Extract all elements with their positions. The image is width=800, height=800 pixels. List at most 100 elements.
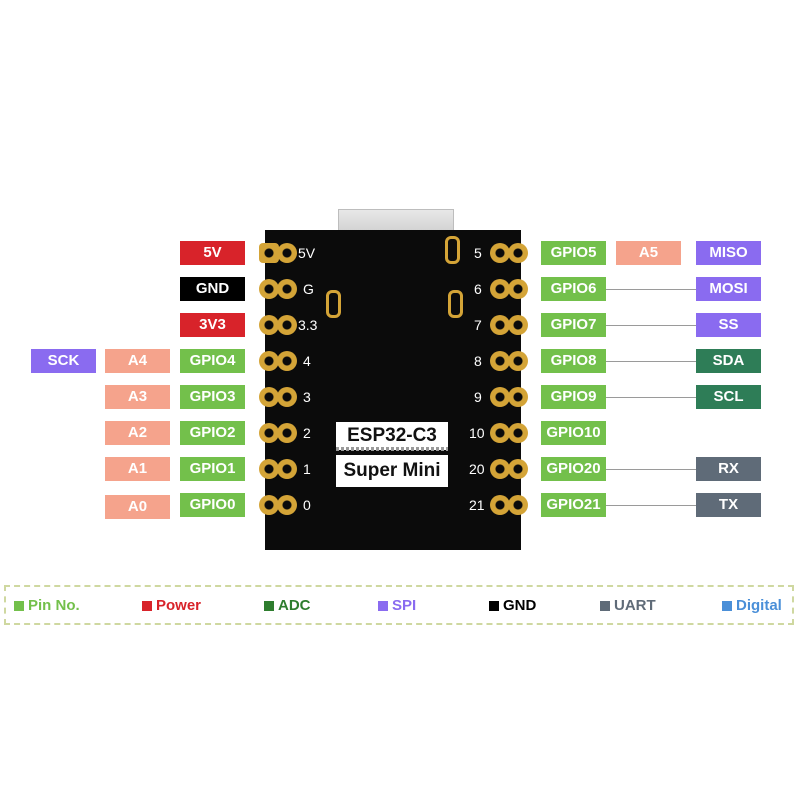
- legend-item: Pin No.: [28, 597, 80, 614]
- gpio-label: GPIO4: [180, 349, 245, 373]
- connector-line: [606, 361, 696, 362]
- legend-swatch: [378, 601, 388, 611]
- legend-item: ADC: [278, 597, 311, 614]
- legend-swatch: [600, 601, 610, 611]
- esp32-c3-board: [265, 230, 521, 550]
- gpio-label: GPIO21: [541, 493, 606, 517]
- pin-pad: [277, 459, 297, 479]
- pin-pad: [490, 459, 510, 479]
- legend-item: Digital: [736, 597, 782, 614]
- pin-pad: [508, 495, 528, 515]
- pin-pad: [508, 243, 528, 263]
- pin-pad: [490, 243, 510, 263]
- pin-number-label: 1: [303, 461, 311, 477]
- pin-pad: [259, 423, 279, 443]
- gpio-label: GPIO7: [541, 313, 606, 337]
- spi-label-ss: SS: [696, 313, 761, 337]
- gpio-label: GPIO5: [541, 241, 606, 265]
- pin-pad: [490, 315, 510, 335]
- i2c-label-scl: SCL: [696, 385, 761, 409]
- pin-pad: [490, 279, 510, 299]
- pin-pad: [508, 423, 528, 443]
- spi-label-mosi: MOSI: [696, 277, 761, 301]
- legend-item: GND: [503, 597, 537, 614]
- pin-number-label: 5: [474, 245, 482, 261]
- pin-pad: [259, 279, 279, 299]
- pin-number-label: 10: [469, 425, 485, 441]
- pin-pad: [508, 351, 528, 371]
- pin-pad: [508, 279, 528, 299]
- gpio-label: GPIO0: [180, 493, 245, 517]
- gpio-label: GPIO20: [541, 457, 606, 481]
- pin-pad: [490, 351, 510, 371]
- mounting-slot: [445, 236, 460, 264]
- pin-pad: [508, 459, 528, 479]
- pin-number-label: G: [303, 281, 314, 297]
- adc-label: A0: [105, 495, 170, 519]
- legend-swatch: [142, 601, 152, 611]
- gpio-label: GPIO8: [541, 349, 606, 373]
- pin-number-label: 0: [303, 497, 311, 513]
- legend-swatch: [264, 601, 274, 611]
- pin-number-label: 3.3: [298, 317, 318, 333]
- pin-pad: [277, 495, 297, 515]
- module-name-line2: Super Mini: [336, 455, 448, 487]
- pin-pad: [259, 243, 279, 263]
- pin-number-label: 8: [474, 353, 482, 369]
- legend-swatch: [14, 601, 24, 611]
- pin-pad: [508, 315, 528, 335]
- gpio-label: GPIO10: [541, 421, 606, 445]
- pin-pad: [490, 495, 510, 515]
- legend-item: UART: [614, 597, 656, 614]
- pin-pad: [259, 351, 279, 371]
- adc-label: A2: [105, 421, 170, 445]
- pin-pad: [508, 387, 528, 407]
- board-fine-print: [336, 447, 448, 451]
- gpio-label: GPIO2: [180, 421, 245, 445]
- pin-number-label: 3: [303, 389, 311, 405]
- pin-number-label: 7: [474, 317, 482, 333]
- pin-pad: [490, 423, 510, 443]
- connector-line: [606, 469, 696, 470]
- connector-line: [606, 397, 696, 398]
- pin-pad: [259, 459, 279, 479]
- spi-label-miso: MISO: [696, 241, 761, 265]
- connector-line: [606, 325, 696, 326]
- adc-label: A5: [616, 241, 681, 265]
- gpio-label: GPIO3: [180, 385, 245, 409]
- pin-pad: [490, 387, 510, 407]
- gpio-label: GPIO1: [180, 457, 245, 481]
- pin-number-label: 6: [474, 281, 482, 297]
- uart-label-tx: TX: [696, 493, 761, 517]
- gpio-label: GPIO6: [541, 277, 606, 301]
- adc-label: A4: [105, 349, 170, 373]
- pin-number-label: 9: [474, 389, 482, 405]
- pin-number-label: 21: [469, 497, 485, 513]
- pin-number-label: 2: [303, 425, 311, 441]
- pin-number-label: 20: [469, 461, 485, 477]
- gnd-label: GND: [180, 277, 245, 301]
- pin-pad: [259, 315, 279, 335]
- spi-label-sck: SCK: [31, 349, 96, 373]
- i2c-label-sda: SDA: [696, 349, 761, 373]
- uart-label-rx: RX: [696, 457, 761, 481]
- connector-line: [606, 289, 696, 290]
- legend-item: SPI: [392, 597, 417, 614]
- pin-pad: [277, 351, 297, 371]
- pin-pad: [277, 387, 297, 407]
- pin-pad: [277, 243, 297, 263]
- connector-line: [606, 505, 696, 506]
- gpio-label: GPIO9: [541, 385, 606, 409]
- pin-pad: [277, 279, 297, 299]
- adc-label: A3: [105, 385, 170, 409]
- pin-number-label: 4: [303, 353, 311, 369]
- pin-pad: [259, 387, 279, 407]
- power-label-5v: 5V: [180, 241, 245, 265]
- mounting-slot: [326, 290, 341, 318]
- adc-label: A1: [105, 457, 170, 481]
- mounting-slot: [448, 290, 463, 318]
- pin-pad: [277, 423, 297, 443]
- legend: Pin No. Power ADC SPI GND UART Digital: [4, 585, 794, 625]
- module-name-line1: ESP32-C3: [336, 422, 448, 450]
- usb-c-connector: [338, 209, 454, 234]
